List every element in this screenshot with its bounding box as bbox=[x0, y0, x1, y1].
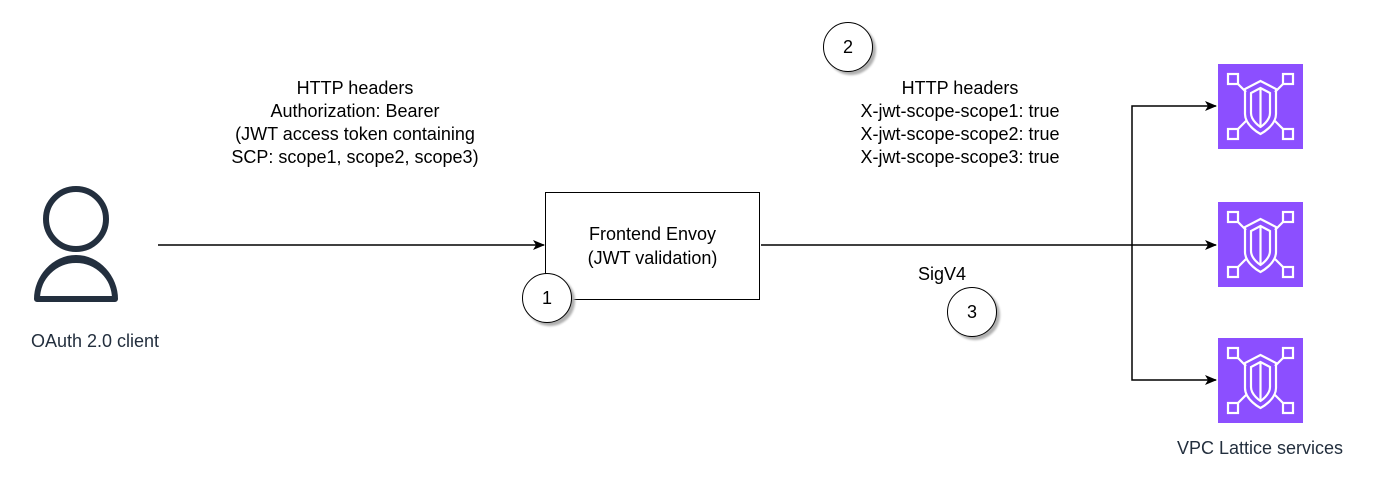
user-icon bbox=[34, 186, 118, 302]
sigv4-label: SigV4 bbox=[918, 264, 967, 284]
step-2-badge: 2 bbox=[823, 22, 873, 72]
step-1-badge: 1 bbox=[522, 273, 572, 323]
envoy-title: Frontend Envoy bbox=[588, 224, 717, 244]
envoy-subtitle: (JWT validation) bbox=[587, 248, 718, 268]
services-label: VPC Lattice services bbox=[1176, 438, 1344, 458]
step-3-badge: 3 bbox=[947, 287, 997, 337]
vpc-lattice-icon bbox=[1226, 346, 1295, 415]
forwarded-header-line: X-jwt-scope-scope3: true bbox=[860, 147, 1060, 167]
vpc-lattice-service-1[interactable] bbox=[1218, 64, 1303, 149]
frontend-envoy-box[interactable]: Frontend Envoy (JWT validation) bbox=[545, 192, 760, 300]
request-header-line: Authorization: Bearer bbox=[270, 101, 440, 121]
vpc-lattice-icon bbox=[1226, 72, 1295, 141]
client-label: OAuth 2.0 client bbox=[30, 331, 160, 351]
vpc-lattice-service-3[interactable] bbox=[1218, 338, 1303, 423]
forwarded-header-line: HTTP headers bbox=[901, 78, 1019, 98]
request-header-line: (JWT access token containing bbox=[235, 124, 475, 144]
forwarded-headers-text: HTTP headers X-jwt-scope-scope1: true X-… bbox=[800, 77, 1120, 169]
forwarded-header-line: X-jwt-scope-scope1: true bbox=[860, 101, 1060, 121]
request-headers-text: HTTP headers Authorization: Bearer (JWT … bbox=[190, 77, 520, 169]
request-header-line: SCP: scope1, scope2, scope3) bbox=[231, 147, 479, 167]
request-header-line: HTTP headers bbox=[296, 78, 414, 98]
forwarded-header-line: X-jwt-scope-scope2: true bbox=[860, 124, 1060, 144]
vpc-lattice-icon bbox=[1226, 210, 1295, 279]
vpc-lattice-service-2[interactable] bbox=[1218, 202, 1303, 287]
